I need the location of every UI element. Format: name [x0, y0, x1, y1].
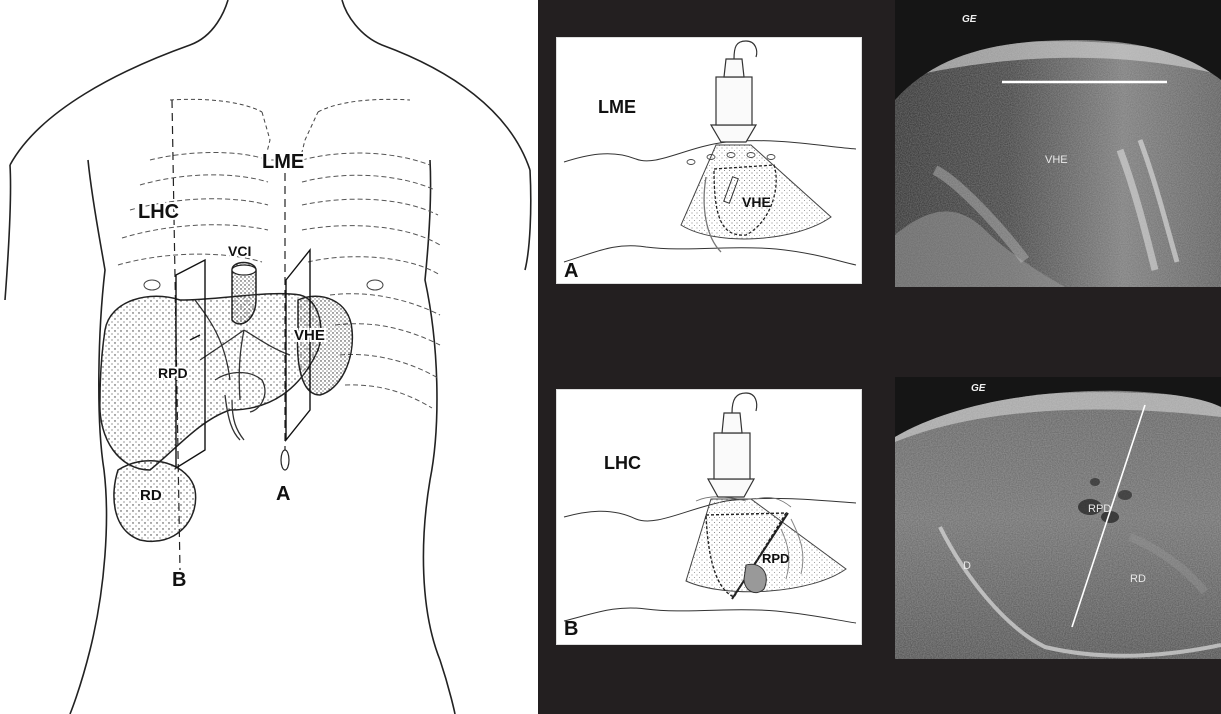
- probe-a-panel-letter: A: [564, 260, 578, 282]
- ultrasound-a-logo: GE: [962, 14, 977, 25]
- probe-a-organ-label: VHE: [742, 194, 771, 210]
- torso-illustration: LME LHC VCI VHE RPD RD A B: [0, 0, 538, 714]
- probe-b-view-label: LHC: [604, 453, 641, 473]
- body-contour-lower: [564, 608, 856, 623]
- plane-a-marker: [281, 450, 289, 470]
- probe-a-illustration: LME VHE A: [556, 37, 862, 284]
- ultrasound-image-b: GE RPD D RD: [895, 377, 1221, 659]
- liver-shape: [100, 294, 321, 470]
- probe-b-illustration: LHC RPD B: [556, 389, 862, 645]
- ultrasound-b-label-d: D: [963, 560, 971, 572]
- transducer-probe: [711, 41, 757, 142]
- body-contour-lower: [564, 246, 856, 265]
- ultrasound-b-logo: GE: [971, 383, 986, 394]
- probe-b-panel-letter: B: [564, 618, 578, 640]
- ultrasound-sector: [895, 377, 1221, 659]
- hepatic-vein-region-shape: [298, 296, 353, 395]
- probe-b-organ-label: RPD: [762, 551, 789, 566]
- torso-label-b: B: [172, 569, 186, 591]
- ultrasound-a-label-vhe: VHE: [1045, 154, 1068, 166]
- transducer-probe: [708, 393, 757, 497]
- ultrasound-a-scan: GE VHE: [895, 0, 1221, 287]
- ultrasound-b-label-rpd: RPD: [1088, 503, 1111, 515]
- torso-label-rd: RD: [140, 487, 162, 504]
- torso-label-vci: VCI: [228, 243, 251, 259]
- nipples: [144, 280, 383, 290]
- ultrasound-image-a: GE VHE: [895, 0, 1221, 287]
- vena-cava-top: [232, 265, 256, 275]
- torso-label-rpd: RPD: [158, 365, 188, 381]
- torso-label-vhe: VHE: [294, 327, 325, 344]
- torso-label-lhc: LHC: [138, 201, 179, 223]
- probe-diagram-b: LHC RPD B: [556, 389, 862, 645]
- ultrasound-b-label-rd: RD: [1130, 573, 1146, 585]
- torso-diagram: LME LHC VCI VHE RPD RD A B: [0, 0, 538, 714]
- probe-a-view-label: LME: [598, 97, 636, 117]
- probe-diagram-a: LME VHE A: [556, 37, 862, 284]
- torso-label-lme: LME: [262, 151, 304, 173]
- torso-label-a: A: [276, 483, 290, 505]
- ultrasound-b-scan: GE RPD D RD: [895, 377, 1221, 659]
